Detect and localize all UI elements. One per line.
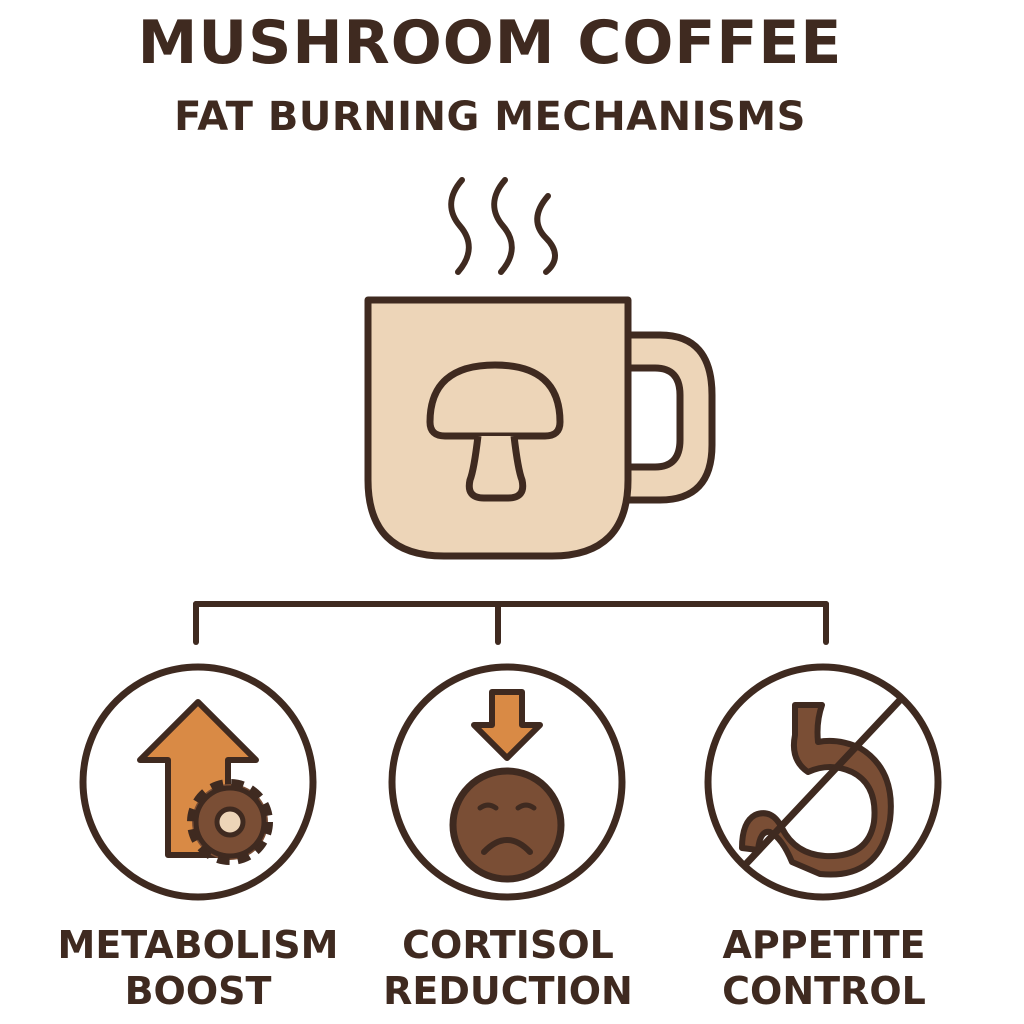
metabolism-boost-icon xyxy=(79,663,317,901)
benefit-label-cortisol-reduction: CORTISOL REDUCTION xyxy=(348,922,668,1014)
benefit-label-line: METABOLISM xyxy=(57,923,339,967)
prohibition-slash-icon xyxy=(741,696,904,869)
appetite-control-icon xyxy=(704,663,942,901)
benefit-label-line: CONTROL xyxy=(722,969,926,1013)
steam-icon xyxy=(448,177,558,275)
benefit-label-line: APPETITE xyxy=(722,923,926,967)
benefit-label-line: BOOST xyxy=(124,969,272,1013)
gear-icon xyxy=(187,779,273,865)
connector-lines xyxy=(193,601,829,645)
cortisol-reduction-icon xyxy=(388,663,626,901)
page-subtitle: FAT BURNING MECHANISMS xyxy=(174,94,806,140)
page-title: MUSHROOM COFFEE xyxy=(137,8,843,78)
sad-face-icon xyxy=(449,767,565,883)
benefit-label-line: REDUCTION xyxy=(383,969,633,1013)
benefit-label-line: CORTISOL xyxy=(402,923,614,967)
benefit-label-metabolism-boost: METABOLISM BOOST xyxy=(38,922,358,1014)
benefit-label-appetite-control: APPETITE CONTROL xyxy=(664,922,984,1014)
mushroom-icon xyxy=(426,361,564,502)
mushroom-coffee-mug-icon xyxy=(364,296,716,560)
